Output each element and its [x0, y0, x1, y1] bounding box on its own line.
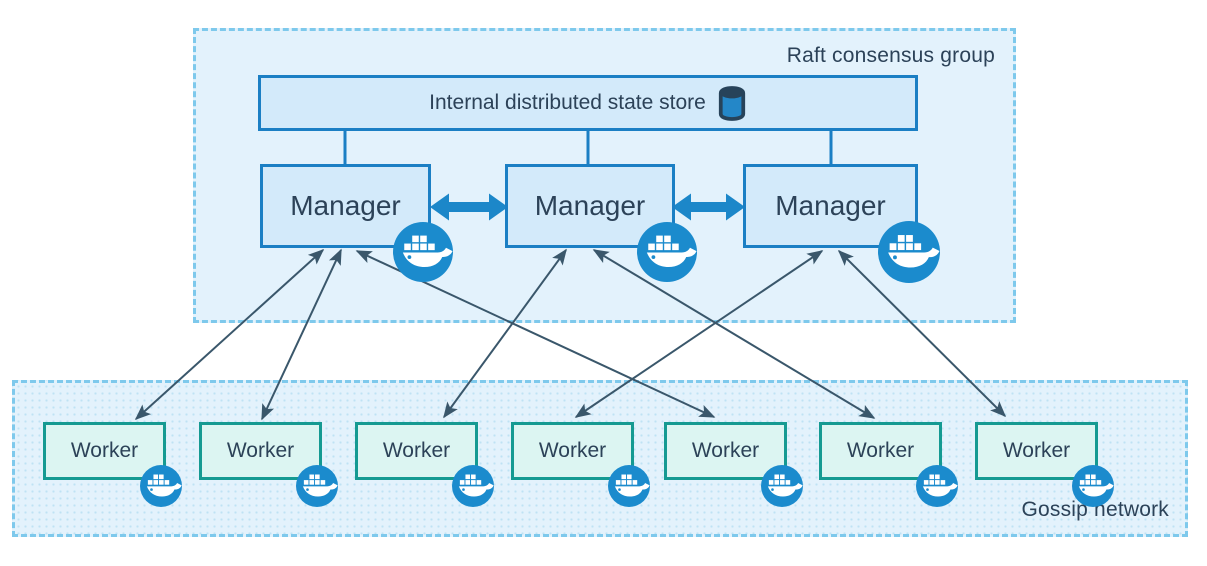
worker-5-box: Worker [664, 422, 787, 480]
worker-4-label: Worker [538, 439, 607, 462]
worker-1-label: Worker [70, 439, 139, 462]
worker-6-label: Worker [846, 439, 915, 462]
worker-1-box: Worker [43, 422, 166, 480]
docker-whale-icon [878, 221, 940, 283]
worker-7-box: Worker [975, 422, 1098, 480]
manager-1-box: Manager [260, 164, 431, 248]
docker-whale-icon [296, 465, 338, 507]
worker-2-box: Worker [199, 422, 322, 480]
database-icon [718, 85, 745, 121]
manager-3-label: Manager [775, 190, 886, 221]
raft-consensus-group-label: Raft consensus group [786, 44, 995, 67]
worker-7-label: Worker [1002, 439, 1071, 462]
worker-6-box: Worker [819, 422, 942, 480]
docker-whale-icon [637, 222, 697, 282]
gossip-network-label: Gossip network [1021, 498, 1169, 521]
state-store-label: Internal distributed state store [429, 91, 706, 114]
docker-whale-icon [393, 222, 453, 282]
docker-whale-icon [140, 465, 182, 507]
docker-whale-icon [452, 465, 494, 507]
worker-4-box: Worker [511, 422, 634, 480]
worker-3-label: Worker [382, 439, 451, 462]
docker-whale-icon [916, 465, 958, 507]
worker-5-label: Worker [691, 439, 760, 462]
worker-3-box: Worker [355, 422, 478, 480]
state-store-box: Internal distributed state store [258, 75, 918, 131]
manager-2-label: Manager [534, 190, 646, 221]
docker-whale-icon [1072, 465, 1114, 507]
manager-1-label: Manager [290, 190, 401, 221]
docker-whale-icon [761, 465, 803, 507]
docker-whale-icon [608, 465, 650, 507]
worker-2-label: Worker [226, 439, 295, 462]
